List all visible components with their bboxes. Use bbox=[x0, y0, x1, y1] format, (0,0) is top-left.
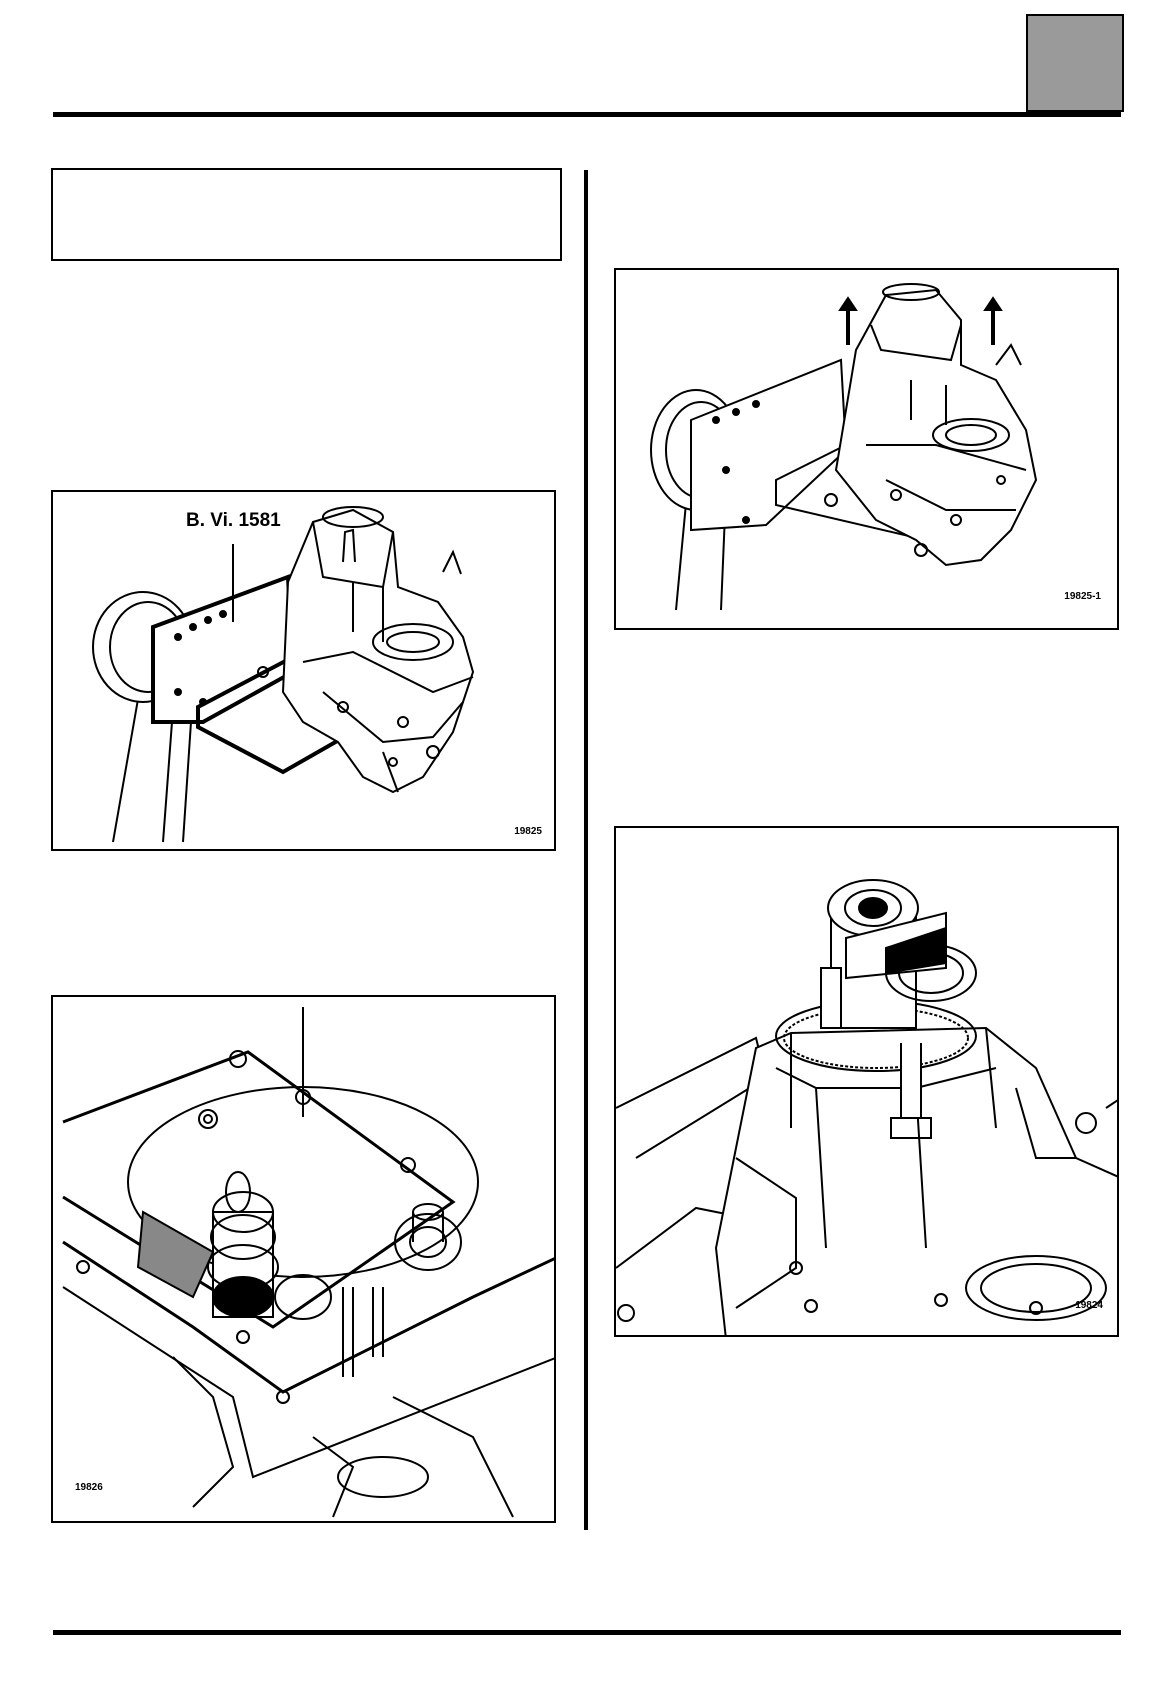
footer-rule bbox=[53, 1630, 1121, 1635]
figure-19826: 19826 bbox=[51, 995, 556, 1523]
housing-interior-illustration bbox=[62, 1007, 554, 1518]
figure-number: 19825-1 bbox=[1064, 591, 1101, 602]
figure-19825-1: 19825-1 bbox=[614, 268, 1119, 630]
figure-number: 19826 bbox=[75, 1482, 103, 1493]
column-divider bbox=[584, 170, 588, 1530]
figure-number: 19825 bbox=[514, 826, 542, 837]
gearbox-on-stand-illustration bbox=[92, 506, 475, 843]
figure-19825: B. Vi. 1581 19825 bbox=[51, 490, 556, 851]
header-rule bbox=[53, 112, 1121, 117]
section-tab-box bbox=[1026, 14, 1124, 112]
figure-19824: 19824 bbox=[614, 826, 1119, 1337]
figure-number: 19824 bbox=[1075, 1300, 1103, 1311]
note-box bbox=[51, 168, 562, 261]
gearbox-lift-illustration bbox=[650, 283, 1038, 611]
gear-shaft-removal-illustration bbox=[616, 879, 1117, 1335]
tool-label-b-vi-1581: B. Vi. 1581 bbox=[186, 510, 281, 531]
